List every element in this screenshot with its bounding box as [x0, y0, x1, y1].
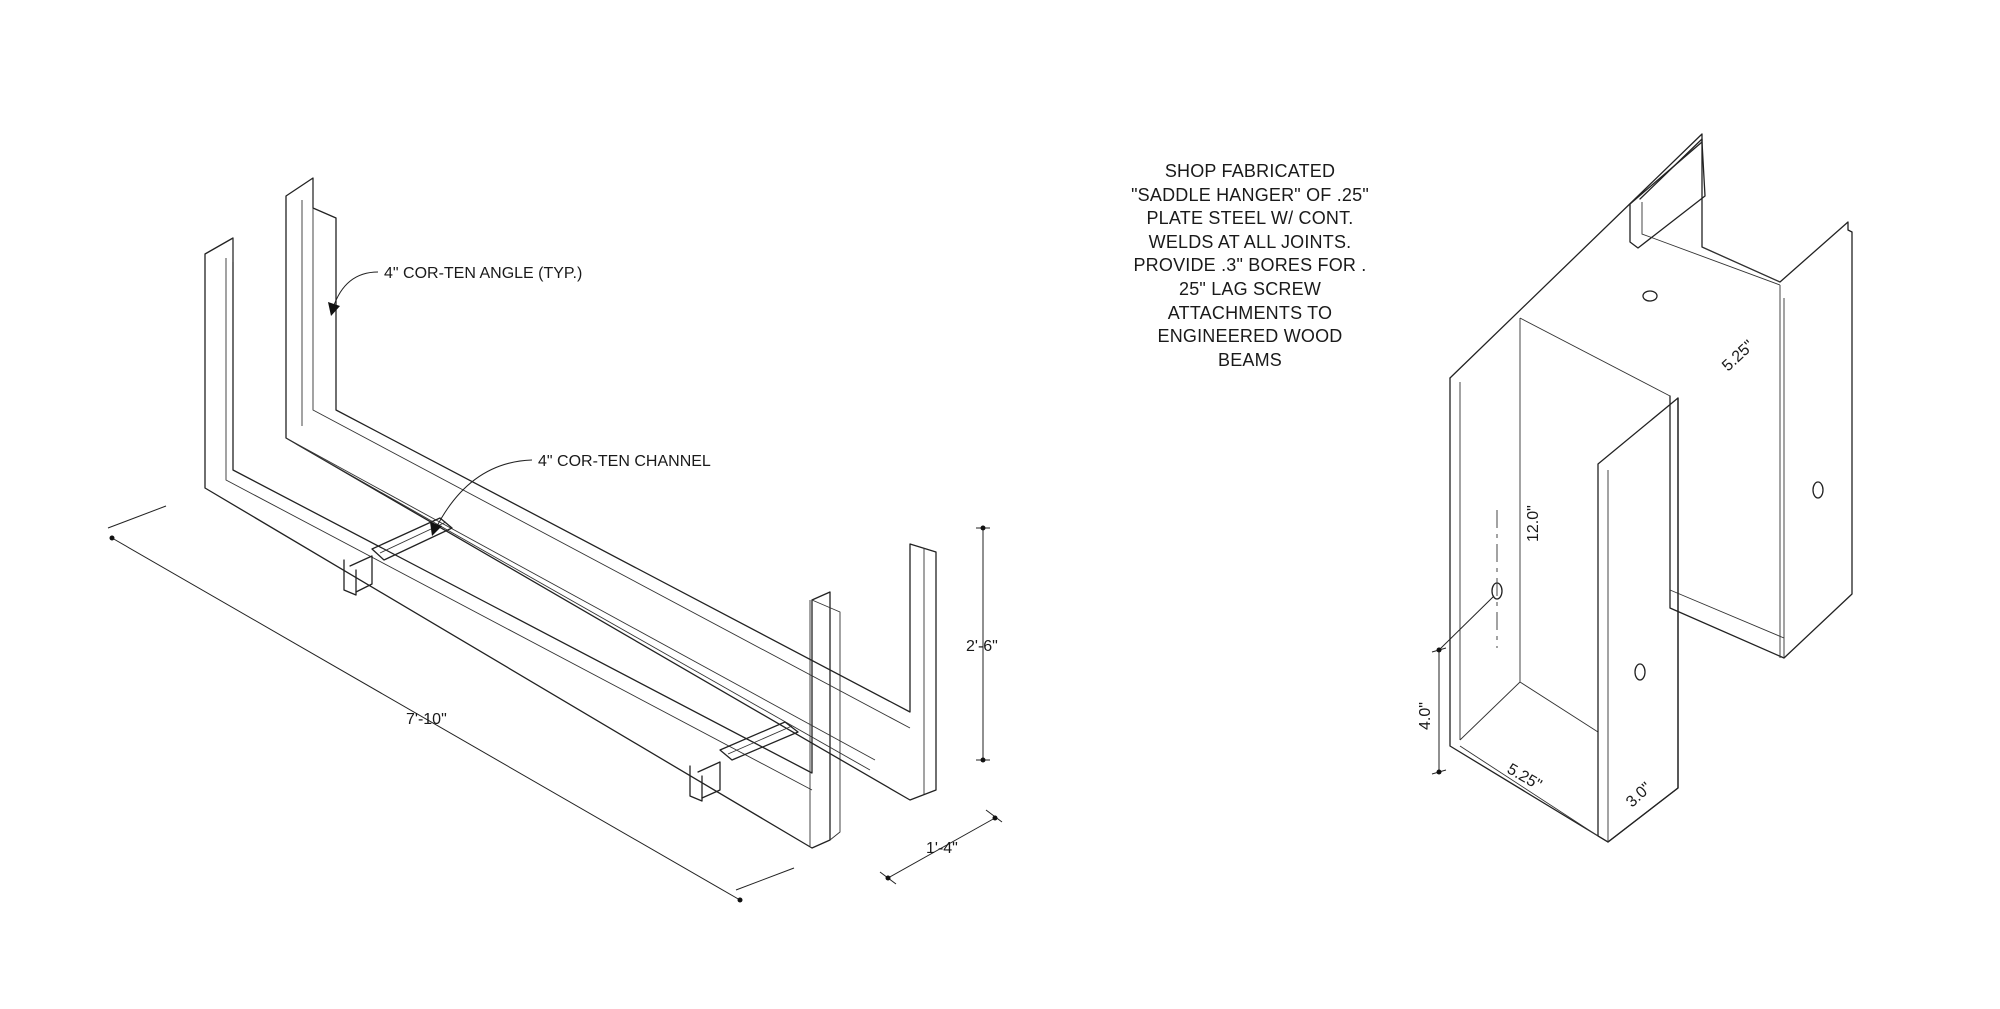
front-angle-frame	[204, 237, 831, 849]
depth-dim-text: 1'-4"	[926, 840, 958, 857]
depth-dimension: 1'-4"	[879, 809, 1003, 885]
height-dim-text-hanger: 12.0"	[1525, 505, 1542, 542]
note-line: PROVIDE .3" BORES FOR .	[1133, 255, 1367, 276]
channel-label: 4" COR-TEN CHANNEL	[538, 453, 711, 470]
bore-offset-dimension: 4.0"	[1417, 595, 1495, 775]
depth-dim-text-hanger: 3.0"	[1623, 779, 1655, 810]
note-line: PLATE STEEL W/ CONT.	[1146, 208, 1354, 229]
channel-callout: 4" COR-TEN CHANNEL	[430, 453, 711, 536]
note-line: "SADDLE HANGER" OF .25"	[1131, 184, 1369, 205]
note-line: ATTACHMENTS TO	[1167, 302, 1333, 323]
note-line: WELDS AT ALL JOINTS.	[1148, 231, 1352, 252]
hanger-back-plate	[1449, 133, 1706, 379]
note-line: ENGINEERED WOOD	[1157, 326, 1343, 347]
bore-right	[1812, 481, 1824, 499]
log-rack-isometric: 4" COR-TEN ANGLE (TYP.) 4" COR-TEN CHANN…	[107, 177, 1003, 903]
height-dim-text: 2'-6"	[966, 638, 998, 655]
note-line: BEAMS	[1217, 349, 1283, 370]
fabrication-note: SHOP FABRICATED "SADDLE HANGER" OF .25" …	[1080, 160, 1420, 372]
length-dim-text: 7'-10"	[406, 711, 447, 728]
cor-ten-channel	[343, 517, 799, 802]
angle-callout: 4" COR-TEN ANGLE (TYP.)	[328, 265, 582, 316]
bore-front	[1634, 663, 1646, 681]
bottom-width-dim-text: 5.25"	[1504, 761, 1544, 794]
hanger-front-flange	[1597, 397, 1679, 843]
hanger-left-plate	[1449, 377, 1679, 843]
note-line: SHOP FABRICATED	[1164, 161, 1336, 181]
note-line: 25" LAG SCREW	[1178, 278, 1322, 299]
angle-label: 4" COR-TEN ANGLE (TYP.)	[384, 265, 582, 282]
height-dimension: 2'-6"	[966, 525, 998, 763]
bore-top	[1642, 290, 1658, 302]
bore-offset-dim-text: 4.0"	[1417, 702, 1434, 730]
top-width-dim-text: 5.25"	[1719, 337, 1758, 375]
saddle-hanger-isometric: 5.25" 12.0" 4.0" 5.25" 3.0"	[1417, 133, 1853, 843]
length-dimension: 7'-10"	[107, 505, 795, 903]
